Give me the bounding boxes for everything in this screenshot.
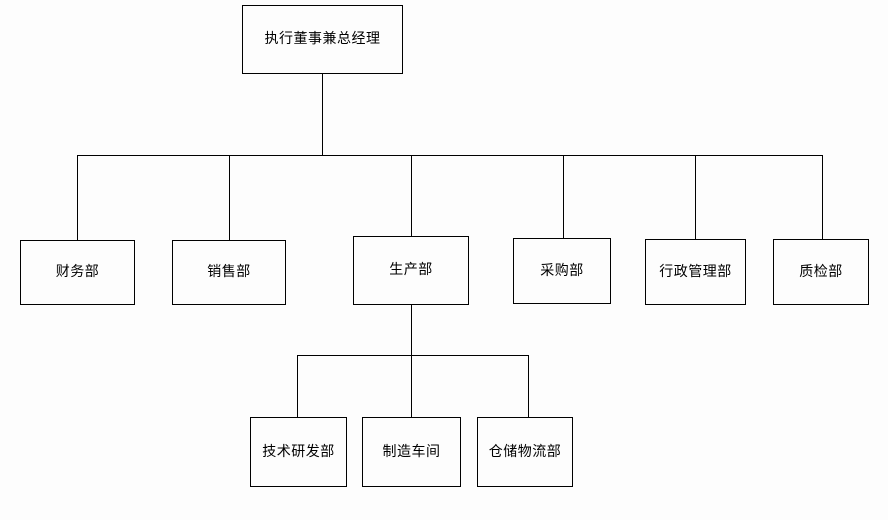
node-executive-director-general-manager[interactable]: 执行董事兼总经理 [242,5,403,74]
node-label: 财务部 [55,264,100,281]
connector-drop-quality-inspection [822,155,823,240]
node-sales-department[interactable]: 销售部 [172,240,286,305]
node-manufacturing-workshop[interactable]: 制造车间 [362,417,461,487]
node-label: 仓储物流部 [488,443,562,460]
node-quality-inspection-department[interactable]: 质检部 [773,239,869,305]
node-label: 生产部 [389,262,433,279]
node-label: 执行董事兼总经理 [264,31,381,48]
connector-drop-finance [77,155,78,240]
node-label: 采购部 [540,262,584,279]
connector-drop-administration [695,155,696,240]
node-finance-department[interactable]: 财务部 [20,240,135,305]
connector-root-stem [322,74,323,156]
connector-production-stem [411,305,412,356]
connector-drop-technology-rnd [297,355,298,417]
node-administration-department[interactable]: 行政管理部 [645,239,746,305]
node-purchasing-department[interactable]: 采购部 [513,238,611,304]
connector-drop-warehouse-logistics [528,355,529,417]
node-label: 销售部 [207,264,251,281]
node-label: 质检部 [799,263,843,280]
node-technology-rnd-department[interactable]: 技术研发部 [250,417,347,487]
connector-level2-bus [297,355,528,356]
node-production-department[interactable]: 生产部 [353,236,469,305]
node-warehouse-logistics-department[interactable]: 仓储物流部 [477,417,573,487]
node-label: 制造车间 [382,443,441,460]
node-label: 行政管理部 [659,263,732,280]
connector-drop-purchasing [563,155,564,240]
node-label: 技术研发部 [262,443,335,460]
connector-drop-manufacturing-workshop [411,355,412,417]
connector-drop-production [411,155,412,240]
connector-level1-bus [77,155,822,156]
connector-drop-sales [229,155,230,240]
